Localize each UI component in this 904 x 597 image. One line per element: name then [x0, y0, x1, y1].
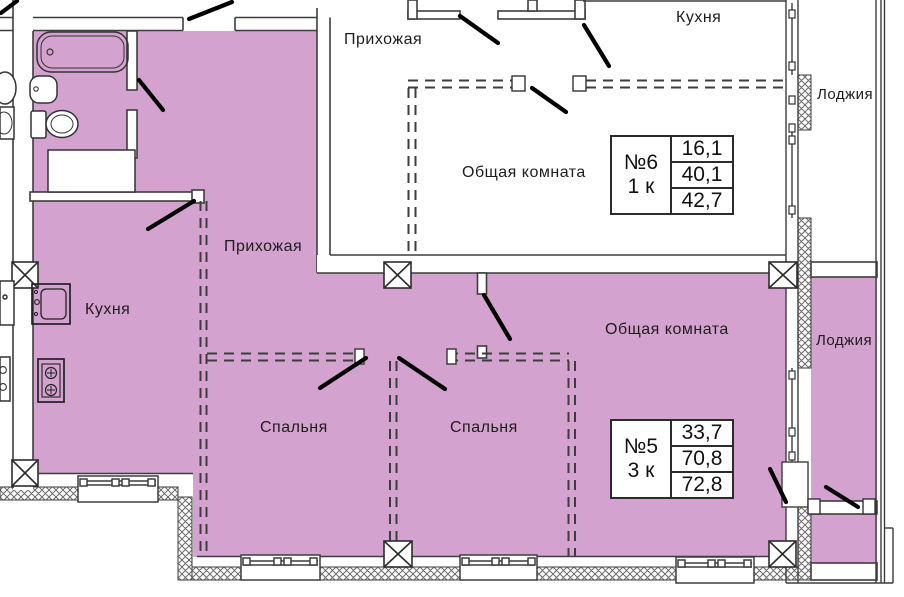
- column-marker: [768, 540, 797, 568]
- door-swing: [317, 355, 369, 391]
- total-area-value: 42,7: [681, 189, 723, 212]
- living-area-value: 16,1: [672, 137, 732, 163]
- room-label-apt6-kitchen: Кухня: [676, 9, 722, 26]
- column-marker: [768, 261, 798, 289]
- column-marker: [11, 459, 39, 487]
- window: [77, 475, 159, 503]
- apartment-id: №5 3 к: [612, 421, 672, 497]
- windows: [77, 475, 755, 584]
- apartment5-floor-fill: [30, 31, 877, 563]
- apartment-rooms-count: 3 к: [627, 459, 655, 482]
- room-label-apt6-loggia: Лоджия: [817, 86, 874, 103]
- usable-area-value: 40,1: [672, 163, 732, 189]
- apartment-info-table-5: №5 3 к 33,7 70,8 72,8: [610, 419, 734, 499]
- fixtures: [0, 31, 136, 403]
- hatched-walls: [0, 74, 812, 581]
- room-label-apt5-kitchen: Кухня: [85, 301, 131, 318]
- dashed-partitions: [199, 79, 786, 557]
- door-swing: [0, 0, 20, 16]
- door-jamb-tabs: [354, 75, 876, 515]
- toilet-icon: [30, 109, 79, 139]
- apartment-number: №6: [623, 150, 659, 174]
- window-handles: [788, 9, 796, 461]
- door-swing: [481, 292, 513, 342]
- total-area-value: 72,8: [681, 473, 723, 496]
- room-label-apt5-living-room: Общая комната: [605, 321, 729, 338]
- door-swing: [529, 85, 569, 115]
- kitchen-sink-icon: [31, 283, 71, 325]
- door-swing: [457, 13, 501, 46]
- room-label-apt6-hallway: Прихожая: [344, 31, 423, 48]
- door-swing: [186, 0, 235, 22]
- loggia-glazing: [781, 0, 894, 584]
- neighbor-fixtures: [0, 71, 17, 402]
- room-label-bedroom-right: Спальня: [450, 419, 518, 436]
- door-swing: [767, 466, 789, 505]
- apartment-number: №5: [623, 434, 659, 458]
- window: [459, 554, 538, 581]
- usable-area-value: 70,8: [672, 447, 732, 473]
- room-label-apt6-living-room: Общая комната: [462, 164, 586, 181]
- column-marker: [383, 540, 413, 568]
- door-swing: [396, 355, 448, 392]
- door-swing: [823, 484, 861, 510]
- door-swings: [0, 0, 861, 510]
- door-swing: [145, 198, 197, 232]
- apartment-rooms-count: 1 к: [627, 175, 655, 198]
- shower-box: [47, 149, 136, 193]
- room-label-apt5-hallway: Прихожая: [224, 238, 303, 255]
- stove-icon: [37, 358, 65, 403]
- apartment-id: №6 1 к: [612, 137, 672, 213]
- bathtub-icon: [36, 31, 129, 73]
- living-area-value: 33,7: [672, 421, 732, 447]
- room-label-bedroom-left: Спальня: [260, 419, 328, 436]
- column-marker: [383, 261, 412, 289]
- bathroom-sink-icon: [29, 75, 58, 104]
- door-swing: [581, 22, 612, 69]
- apartment-info-table-6: №6 1 к 16,1 40,1 42,7: [610, 135, 734, 215]
- window: [240, 554, 321, 581]
- room-label-apt5-loggia: Лоджия: [816, 332, 873, 349]
- door-swing: [136, 77, 166, 113]
- window: [675, 556, 755, 584]
